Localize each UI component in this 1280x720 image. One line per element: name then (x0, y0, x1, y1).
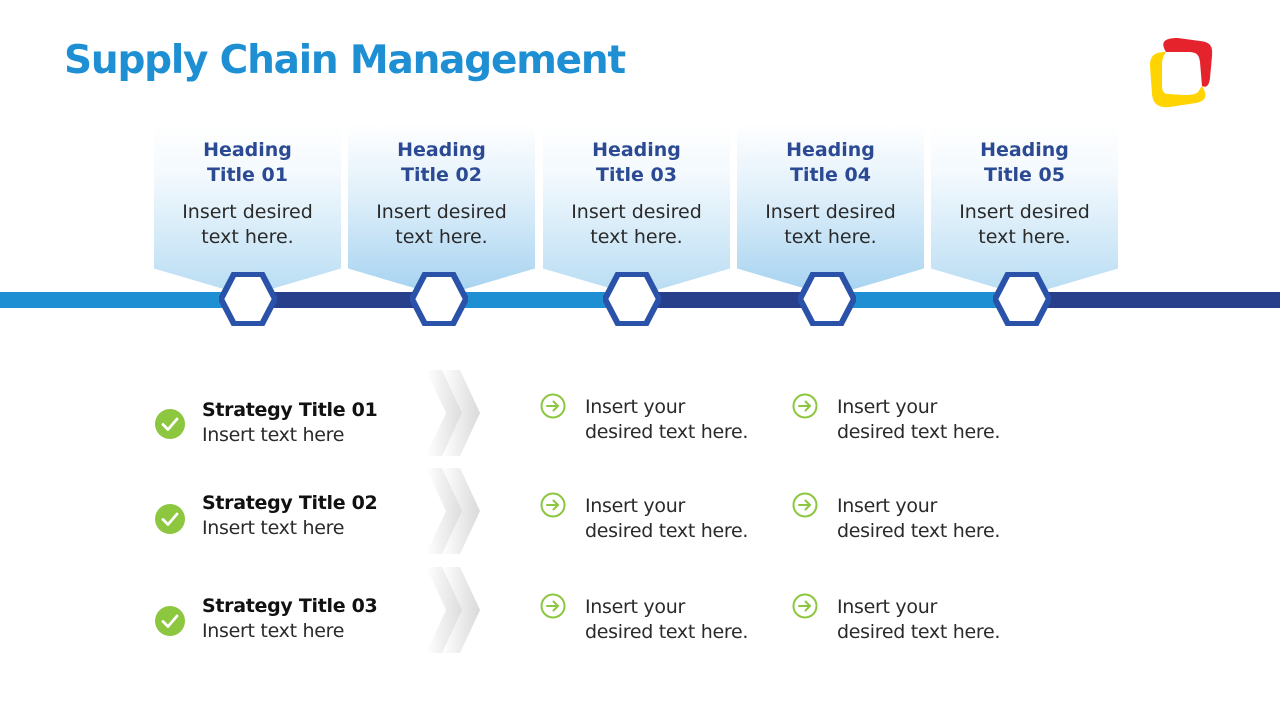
hexagon-icon (603, 272, 661, 326)
strategy-title: Strategy Title 03 (202, 595, 378, 617)
double-chevron-icon (426, 370, 480, 456)
card-heading: Heading Title 02 (397, 139, 486, 186)
strategy-subtitle: Insert text here (202, 424, 345, 446)
double-chevron-icon (426, 468, 480, 554)
strategy-title: Strategy Title 01 (202, 399, 378, 421)
arrow-right-circle-icon (540, 492, 566, 518)
heading-card-04: Heading Title 04 Insert desired text her… (737, 124, 924, 296)
card-text: Insert desired text here. (376, 201, 507, 248)
hexagon-icon (219, 272, 277, 326)
heading-card-01: Heading Title 01 Insert desired text her… (154, 124, 341, 296)
check-circle-icon (155, 504, 185, 534)
check-circle-icon (155, 409, 185, 439)
logo-icon (1150, 38, 1213, 108)
strategy-point: Insert your desired text here. (585, 495, 749, 542)
strategy-point: Insert your desired text here. (837, 596, 1001, 643)
card-heading: Heading Title 03 (592, 139, 681, 186)
hexagon-icon (410, 272, 468, 326)
card-heading: Heading Title 04 (786, 139, 875, 186)
card-text: Insert desired text here. (765, 201, 896, 248)
strategy-title: Strategy Title 02 (202, 492, 378, 514)
arrow-right-circle-icon (540, 593, 566, 619)
strategy-point: Insert your desired text here. (837, 495, 1001, 542)
heading-card-02: Heading Title 02 Insert desired text her… (348, 124, 535, 296)
card-heading: Heading Title 05 (980, 139, 1069, 186)
double-chevron-icon (426, 567, 480, 653)
card-text: Insert desired text here. (571, 201, 702, 248)
arrow-right-circle-icon (792, 393, 818, 419)
arrow-right-circle-icon (540, 393, 566, 419)
check-circle-icon (155, 606, 185, 636)
strategy-point: Insert your desired text here. (837, 396, 1001, 443)
arrow-right-circle-icon (792, 492, 818, 518)
strategy-subtitle: Insert text here (202, 517, 345, 539)
strategy-point: Insert your desired text here. (585, 396, 749, 443)
strategy-subtitle: Insert text here (202, 620, 345, 642)
card-heading: Heading Title 01 (203, 139, 292, 186)
strategy-point: Insert your desired text here. (585, 596, 749, 643)
slide-title: Supply Chain Management (64, 38, 626, 83)
card-text: Insert desired text here. (182, 201, 313, 248)
heading-card-03: Heading Title 03 Insert desired text her… (543, 124, 730, 296)
arrow-right-circle-icon (792, 593, 818, 619)
hexagon-icon (993, 272, 1051, 326)
card-text: Insert desired text here. (959, 201, 1090, 248)
hexagon-icon (798, 272, 856, 326)
heading-card-05: Heading Title 05 Insert desired text her… (931, 124, 1118, 296)
